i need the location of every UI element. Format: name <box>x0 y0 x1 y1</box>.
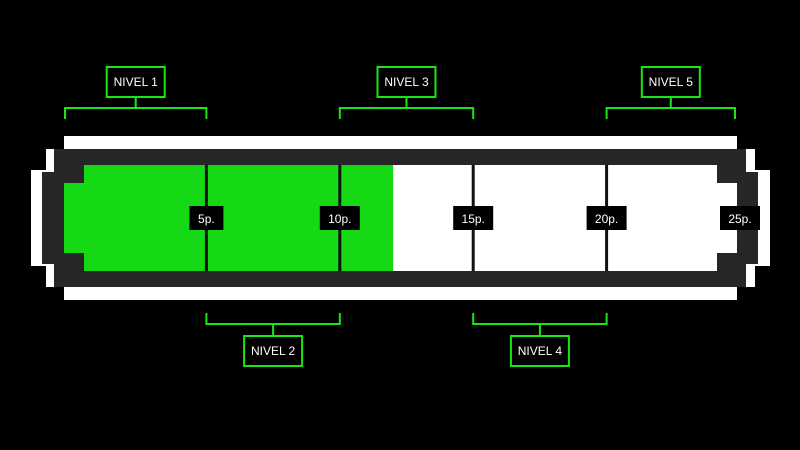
level-label-box <box>376 66 437 98</box>
level-bracket-3: NIVEL 3 <box>338 66 475 119</box>
point-marker-label: 20p. <box>595 212 618 226</box>
level-bracket-4: NIVEL 4 <box>472 313 608 367</box>
point-marker-box <box>189 206 224 230</box>
level-label: NIVEL 2 <box>251 344 296 358</box>
point-marker: 15p. <box>453 206 494 230</box>
point-marker-label: 15p. <box>462 212 485 226</box>
level-bracket-5: NIVEL 5 <box>605 66 736 119</box>
level-label: NIVEL 3 <box>384 75 429 89</box>
point-marker-label: 10p. <box>328 212 351 226</box>
point-marker-box <box>453 206 494 230</box>
fill-left-pixel-top <box>64 165 84 183</box>
level-label: NIVEL 5 <box>649 75 694 89</box>
bar-outline-top <box>64 136 737 149</box>
level-bracket-1: NIVEL 1 <box>64 66 208 119</box>
point-marker: 20p. <box>586 206 627 230</box>
level-brackets: NIVEL 1 NIVEL 2 NIVEL 3 NIVEL 4 NIVEL 5 <box>64 66 736 367</box>
point-marker-box <box>586 206 627 230</box>
point-marker-box <box>720 206 760 230</box>
point-marker: 10p. <box>319 206 360 230</box>
level-label-box <box>243 335 304 367</box>
bar-track-right-pixel <box>717 165 737 183</box>
bar-outline-bottom <box>64 287 737 300</box>
bar-track-right-pixel-bottom <box>717 253 737 271</box>
level-label-box <box>509 335 570 367</box>
point-marker-box <box>319 206 360 230</box>
progress-bar <box>31 136 770 300</box>
bracket-line <box>472 313 608 336</box>
bracket-line <box>205 313 341 336</box>
fill-left-pixel-bottom <box>64 253 84 271</box>
level-label-box <box>640 66 701 98</box>
level-label-box <box>105 66 166 98</box>
point-marker: 25p. <box>720 206 760 230</box>
level-label: NIVEL 4 <box>518 344 563 358</box>
point-marker: 5p. <box>189 206 224 230</box>
level-label: NIVEL 1 <box>114 75 159 89</box>
point-marker-label: 25p. <box>728 212 751 226</box>
bar-frame-left-notch <box>42 172 56 264</box>
level-bracket-2: NIVEL 2 <box>205 313 341 367</box>
point-marker-label: 5p. <box>198 212 215 226</box>
point-markers: 5p. 10p. 15p. 20p. 25p. <box>189 206 760 230</box>
